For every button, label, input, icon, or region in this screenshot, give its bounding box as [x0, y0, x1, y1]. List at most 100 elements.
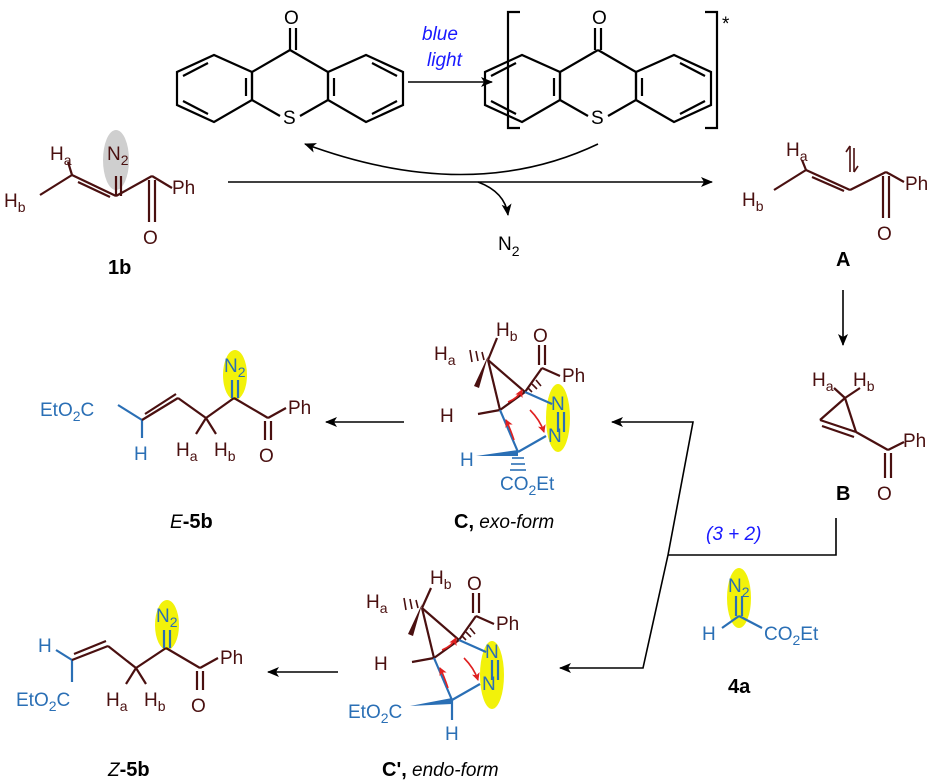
label-C: C, exo-form [454, 511, 554, 533]
compound-B [819, 387, 905, 478]
diazo-highlight-4a [727, 568, 751, 628]
Z5b-ph: Ph [220, 648, 243, 669]
E5b-h: H [134, 444, 148, 465]
Cp-hb: Hb [430, 568, 452, 592]
Z5b-eto2c: EtO2C [16, 690, 70, 714]
B-ha: Ha [812, 370, 834, 394]
thioxanthone-o: O [284, 8, 299, 29]
Cp-hash-top [461, 627, 476, 641]
C-n-top: N [551, 394, 565, 415]
label-Z5b: Z-5b [107, 759, 150, 781]
Cp-ph: Ph [496, 614, 519, 635]
E5b-eto2c: EtO2C [40, 400, 94, 424]
C-ha: Ha [434, 344, 456, 368]
compound-4a [721, 596, 763, 629]
thioxanthone-excited-o: O [592, 8, 607, 29]
C-n-bot: N [548, 426, 562, 447]
Z5b-h: H [38, 636, 52, 657]
Cp-eto2c: EtO2C [348, 702, 402, 726]
C-h1: H [440, 406, 454, 427]
Cp-h2: H [445, 724, 459, 745]
E5b-ha: Ha [176, 440, 198, 464]
C-wedge [474, 356, 488, 388]
A-radical-arrows [845, 145, 859, 173]
c1b-ph: Ph [172, 178, 195, 199]
energy-transfer-arrow [304, 143, 599, 176]
Cp-wedge [408, 604, 422, 636]
C-ph: Ph [562, 366, 585, 387]
C-o: O [533, 326, 548, 347]
product-E5b [117, 380, 287, 440]
c1b-n2: N2 [107, 144, 129, 168]
C-hash-top [527, 379, 542, 393]
compound-A [773, 159, 905, 218]
B-o: O [877, 484, 892, 505]
C-hash-co2et [510, 457, 526, 471]
c1b-hb: Hb [4, 191, 26, 215]
cycloaddition-label: (3 + 2) [706, 524, 761, 545]
label-4a: 4a [728, 676, 751, 698]
label-1b: 1b [108, 257, 131, 279]
label-B: B [836, 483, 850, 505]
reagent-light: light [427, 50, 463, 71]
C-co2et: CO2Et [500, 474, 555, 498]
C-hb: Hb [496, 320, 518, 344]
B-hb: Hb [853, 370, 875, 394]
diazo-highlight-Z5b [155, 600, 179, 650]
A-hb: Hb [742, 190, 764, 214]
E5b-ph: Ph [288, 398, 311, 419]
Cp-pyrazoline [432, 638, 500, 720]
cycloaddition-line [668, 518, 837, 556]
E5b-n2: N2 [224, 356, 246, 380]
Z5b-hb: Hb [144, 690, 166, 714]
Cp-ha: Ha [366, 592, 388, 616]
c1b-ha: Ha [50, 144, 72, 168]
4a-n2: N2 [728, 576, 750, 600]
C-bold-bond [476, 450, 518, 456]
diazo-highlight-1b [103, 130, 129, 190]
Z5b-n2: N2 [156, 606, 178, 630]
product-Z5b [55, 630, 219, 690]
diazo-highlight-E5b [223, 350, 247, 400]
label-A: A [836, 249, 850, 271]
Cp-o: O [467, 574, 482, 595]
A-ha: Ha [786, 140, 808, 164]
Z5b-ha: Ha [106, 690, 128, 714]
Cp-h1: H [374, 654, 388, 675]
thioxanthone-s: S [283, 108, 296, 129]
byproduct-n2: N2 [498, 234, 520, 259]
C-red-arrows [505, 389, 546, 441]
branch-to-C [611, 417, 694, 556]
4a-co2et: CO2Et [764, 624, 819, 648]
compound-1b [39, 161, 173, 222]
C-pyrazoline [498, 390, 566, 453]
Cp-hash-ha [403, 597, 419, 611]
E5b-hb: Hb [214, 440, 236, 464]
A-ph: Ph [905, 174, 928, 195]
Cp-n-top: N [485, 642, 499, 663]
intermediate-Cp [411, 587, 495, 664]
reagent-blue: blue [422, 24, 458, 45]
4a-h: H [702, 624, 716, 645]
n2-loss-arrow [477, 181, 512, 216]
label-E5b: E-5b [170, 511, 213, 533]
Cp-red-arrows [439, 637, 480, 689]
B-ph: Ph [903, 431, 926, 452]
excited-mark: * [722, 14, 730, 35]
C-hash-ha [469, 349, 485, 363]
label-Cp: C', endo-form [382, 759, 499, 781]
Z5b-o: O [191, 696, 206, 717]
Cp-n-bot: N [482, 674, 496, 695]
C-h2: H [460, 450, 474, 471]
thioxanthone-excited-s: S [591, 108, 604, 129]
thioxanthone-excited [483, 10, 719, 130]
E5b-o: O [259, 446, 274, 467]
branch-to-Cp [559, 554, 669, 673]
c1b-o: O [143, 228, 158, 249]
thioxanthone-ground [175, 28, 405, 124]
A-o: O [877, 224, 892, 245]
Cp-bold-bond [410, 698, 452, 706]
intermediate-C [477, 337, 561, 416]
